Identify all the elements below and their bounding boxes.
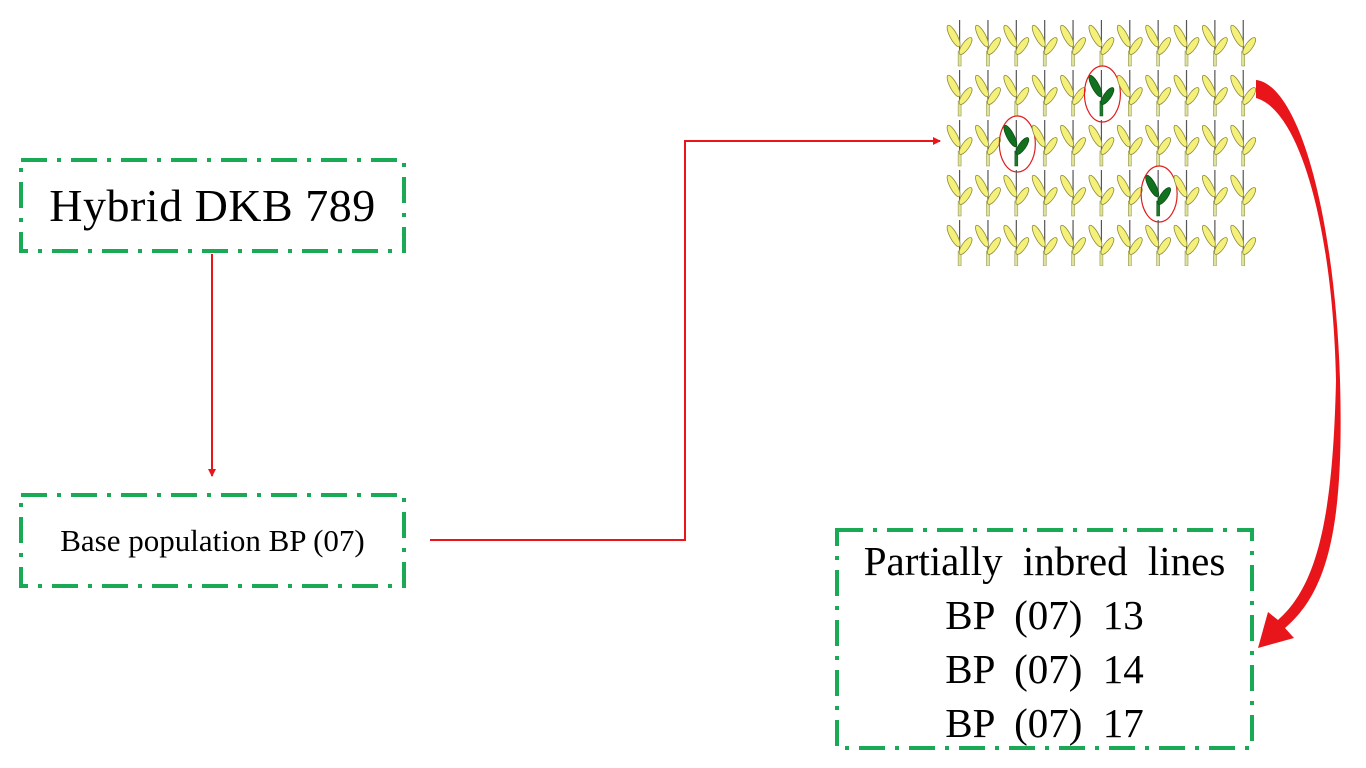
plant xyxy=(1173,170,1200,217)
plant xyxy=(1060,170,1086,217)
plant xyxy=(1031,20,1058,67)
base-population-node: Base population BP (07) xyxy=(19,493,406,588)
plant xyxy=(1202,120,1228,167)
plant xyxy=(1202,70,1228,117)
plant xyxy=(1003,70,1030,117)
plant xyxy=(1145,70,1171,117)
plant xyxy=(1230,170,1256,217)
plant xyxy=(946,20,973,67)
arrow-base-to-field xyxy=(430,137,941,541)
plant xyxy=(1060,20,1086,67)
partially-inbred-lines-node: Partially inbred lines BP (07) 13 BP (07… xyxy=(835,528,1254,750)
plant xyxy=(1116,20,1143,67)
plant xyxy=(1088,220,1115,266)
plant xyxy=(1116,170,1143,217)
plant xyxy=(1116,220,1143,266)
plant xyxy=(1173,70,1200,117)
plant xyxy=(1031,220,1058,266)
plant xyxy=(1202,170,1228,217)
plant xyxy=(1230,220,1256,266)
dash-dot-border xyxy=(19,158,406,253)
hybrid-label: Hybrid DKB 789 xyxy=(49,180,376,231)
plant xyxy=(1060,220,1086,266)
plant xyxy=(1230,20,1256,67)
plant xyxy=(946,170,973,217)
plant xyxy=(975,20,1001,67)
plant xyxy=(975,220,1001,266)
plant xyxy=(1003,20,1030,67)
plant xyxy=(1173,20,1200,67)
plant xyxy=(1202,20,1228,67)
plant xyxy=(1060,70,1086,117)
selection-circle xyxy=(998,115,1036,173)
plant xyxy=(1202,220,1228,266)
inbred-line-item: BP (07) 17 xyxy=(945,700,1144,746)
selected-plant xyxy=(1088,70,1115,117)
plant xyxy=(1173,120,1200,167)
plant xyxy=(1003,220,1030,266)
plant xyxy=(1088,170,1115,217)
selected-plant xyxy=(1003,120,1030,167)
plant xyxy=(1088,20,1115,67)
dash-dot-border xyxy=(19,493,406,588)
plant xyxy=(1060,120,1086,167)
plant xyxy=(946,120,973,167)
partially-inbred-title: Partially inbred lines xyxy=(863,538,1226,584)
plant-field-illustration xyxy=(946,20,1256,266)
plant xyxy=(1230,120,1256,167)
selection-circle xyxy=(1140,165,1178,223)
hybrid-node: Hybrid DKB 789 xyxy=(19,158,406,253)
plant xyxy=(1116,120,1143,167)
plant xyxy=(975,120,1001,167)
plant xyxy=(1088,120,1115,167)
selection-circle xyxy=(1083,65,1122,123)
plant xyxy=(1145,20,1171,67)
selected-plant xyxy=(1145,170,1171,217)
base-population-label: Base population BP (07) xyxy=(60,522,365,558)
plant xyxy=(1031,120,1058,167)
plant xyxy=(975,70,1001,117)
dash-dot-border xyxy=(835,528,1254,750)
plant xyxy=(1003,170,1030,217)
plant xyxy=(1116,70,1143,117)
plant xyxy=(1145,120,1171,167)
plant xyxy=(975,170,1001,217)
plant xyxy=(1031,70,1058,117)
plant xyxy=(1230,70,1256,117)
plant xyxy=(946,220,973,266)
plant xyxy=(1173,220,1200,266)
inbred-line-item: BP (07) 14 xyxy=(945,646,1144,692)
plant xyxy=(1145,220,1171,266)
plant xyxy=(946,70,973,117)
plant xyxy=(1031,170,1058,217)
curved-arrow-field-to-lines xyxy=(1256,80,1341,648)
inbred-line-item: BP (07) 13 xyxy=(945,592,1144,638)
